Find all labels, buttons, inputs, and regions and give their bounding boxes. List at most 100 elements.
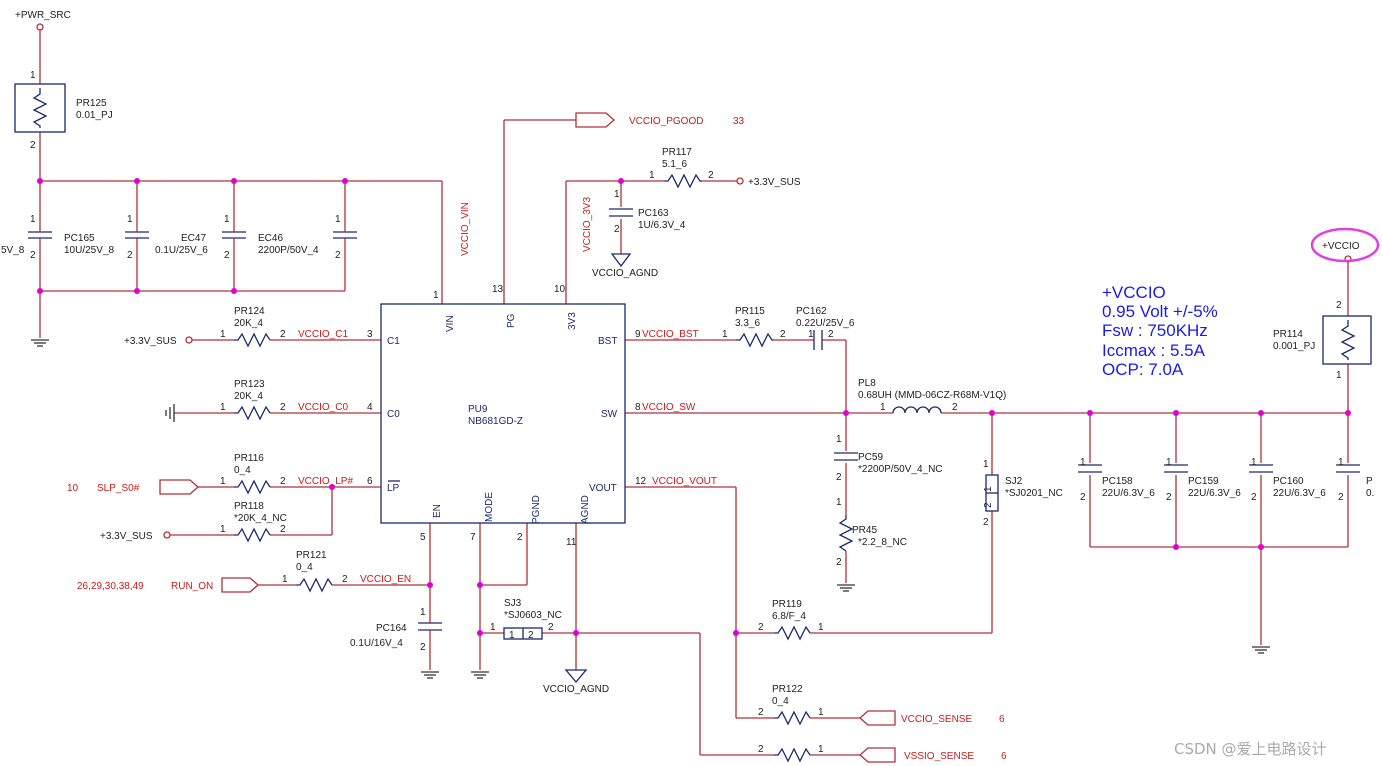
- net-vccio-sense: VCCIO_SENSE: [901, 714, 972, 725]
- net-vccio-vout: VCCIO_VOUT: [652, 476, 717, 487]
- pin-agnd: AGND: [580, 495, 591, 524]
- svg-text:PC164: PC164: [376, 623, 407, 634]
- svg-text:2: 2: [30, 140, 36, 151]
- svg-text:PR115: PR115: [735, 306, 765, 317]
- component-symbols: [14, 23, 1372, 763]
- svg-text:PR116: PR116: [234, 453, 264, 464]
- svg-text:*2200P/50V_4_NC: *2200P/50V_4_NC: [858, 464, 943, 475]
- svg-text:2: 2: [780, 329, 786, 340]
- svg-text:2: 2: [528, 630, 534, 641]
- svg-text:2: 2: [1080, 492, 1086, 503]
- svg-text:2: 2: [1251, 492, 1257, 503]
- svg-text:1: 1: [220, 329, 226, 340]
- svg-text:1: 1: [490, 622, 496, 633]
- svg-text:1: 1: [433, 290, 439, 301]
- svg-text:8: 8: [635, 402, 641, 413]
- svg-text:PC158: PC158: [1102, 476, 1133, 487]
- pin-bst: BST: [598, 336, 617, 347]
- svg-text:PC160: PC160: [1273, 476, 1304, 487]
- net-vccio-en: VCCIO_EN: [360, 574, 411, 585]
- svg-text:SJ2: SJ2: [1005, 476, 1023, 487]
- svg-text:10: 10: [554, 284, 566, 295]
- svg-text:2: 2: [420, 642, 426, 653]
- svg-text:5.1_6: 5.1_6: [662, 159, 687, 170]
- net-vccio-c1: VCCIO_C1: [298, 329, 348, 340]
- svg-text:EC47: EC47: [181, 233, 206, 244]
- svg-text:2: 2: [836, 472, 842, 483]
- svg-text:PC159: PC159: [1188, 476, 1219, 487]
- svg-text:1: 1: [220, 476, 226, 487]
- svg-text:1: 1: [1166, 457, 1172, 468]
- svg-text:2: 2: [758, 622, 764, 633]
- svg-text:1: 1: [880, 402, 886, 413]
- svg-text:Fsw : 750KHz: Fsw : 750KHz: [1102, 321, 1208, 340]
- net-vccio-agnd-bottom: VCCIO_AGND: [543, 684, 609, 695]
- svg-text:2: 2: [708, 170, 714, 181]
- svg-text:0.: 0.: [1366, 488, 1374, 499]
- net-pwr-src: +PWR_SRC: [15, 10, 71, 21]
- svg-text:OCP: 7.0A: OCP: 7.0A: [1102, 360, 1184, 379]
- svg-text:Iccmax : 5.5A: Iccmax : 5.5A: [1102, 341, 1206, 360]
- svg-text:PR118: PR118: [234, 501, 264, 512]
- pin-en: EN: [432, 504, 443, 518]
- svg-text:2: 2: [548, 622, 554, 633]
- svg-text:0.001_PJ: 0.001_PJ: [1273, 341, 1315, 352]
- svg-text:0.01_PJ: 0.01_PJ: [76, 110, 113, 121]
- svg-text:1: 1: [282, 574, 288, 585]
- svg-text:P: P: [1366, 476, 1373, 487]
- svg-text:1: 1: [224, 214, 230, 225]
- svg-text:0.1U/25V_6: 0.1U/25V_6: [155, 245, 208, 256]
- svg-text:1: 1: [983, 459, 989, 470]
- svg-text:2200P/50V_4: 2200P/50V_4: [258, 245, 319, 256]
- svg-text:2: 2: [280, 329, 286, 340]
- net-slp-s0: SLP_S0#: [97, 483, 140, 494]
- net-vccio-pgood-page: 33: [733, 116, 745, 127]
- svg-text:0.22U/25V_6: 0.22U/25V_6: [796, 318, 855, 329]
- svg-text:*SJ0201_NC: *SJ0201_NC: [1005, 488, 1063, 499]
- svg-text:1: 1: [30, 214, 36, 225]
- net-vccio-3v3: VCCIO_3V3: [582, 197, 593, 252]
- svg-text:10U/25V_8: 10U/25V_8: [64, 245, 114, 256]
- watermark: CSDN @爱上电路设计: [1174, 740, 1327, 758]
- svg-text:2: 2: [127, 250, 133, 261]
- net-3v3-sus-c1: +3.3V_SUS: [124, 336, 177, 347]
- svg-text:2: 2: [983, 502, 994, 508]
- svg-text:2: 2: [280, 476, 286, 487]
- svg-text:1: 1: [808, 329, 814, 340]
- svg-text:0_4: 0_4: [296, 562, 313, 573]
- svg-text:PR123: PR123: [234, 379, 265, 390]
- svg-text:1: 1: [335, 214, 341, 225]
- svg-text:1: 1: [818, 622, 824, 633]
- svg-text:2: 2: [836, 557, 842, 568]
- net-vccio-bst: VCCIO_BST: [642, 329, 699, 340]
- svg-text:1: 1: [220, 524, 226, 535]
- svg-text:PR114: PR114: [1273, 329, 1303, 340]
- svg-text:2: 2: [758, 744, 764, 755]
- svg-text:2: 2: [1166, 492, 1172, 503]
- junction-dots: [37, 178, 1351, 636]
- pin-pgnd: PGND: [531, 495, 542, 524]
- pin-vout: VOUT: [589, 483, 617, 494]
- svg-text:2: 2: [335, 250, 341, 261]
- svg-text:5: 5: [420, 532, 426, 543]
- net-vccio-out: +VCCIO: [1322, 241, 1360, 252]
- svg-text:PR125: PR125: [76, 98, 107, 109]
- net-vssio-sense-page: 6: [1001, 751, 1007, 762]
- svg-text:2: 2: [1336, 300, 1342, 311]
- net-vccio-lp: VCCIO_LP#: [298, 476, 353, 487]
- svg-text:1: 1: [722, 329, 728, 340]
- svg-text:12: 12: [635, 476, 647, 487]
- svg-text:1: 1: [1080, 457, 1086, 468]
- svg-text:1: 1: [1336, 370, 1342, 381]
- svg-text:PC163: PC163: [638, 208, 669, 219]
- svg-text:0_4: 0_4: [234, 465, 251, 476]
- svg-text:2: 2: [30, 250, 36, 261]
- svg-text:1: 1: [509, 630, 515, 641]
- svg-text:1: 1: [649, 170, 655, 181]
- svg-text:2: 2: [342, 574, 348, 585]
- svg-text:PR117: PR117: [662, 147, 692, 158]
- svg-text:0.68UH (MMD-06CZ-R68M-V1Q): 0.68UH (MMD-06CZ-R68M-V1Q): [858, 390, 1006, 401]
- svg-text:6: 6: [367, 476, 373, 487]
- net-run-on-pages: 26,29,30,38,49: [77, 581, 144, 592]
- svg-text:PR122: PR122: [772, 684, 803, 695]
